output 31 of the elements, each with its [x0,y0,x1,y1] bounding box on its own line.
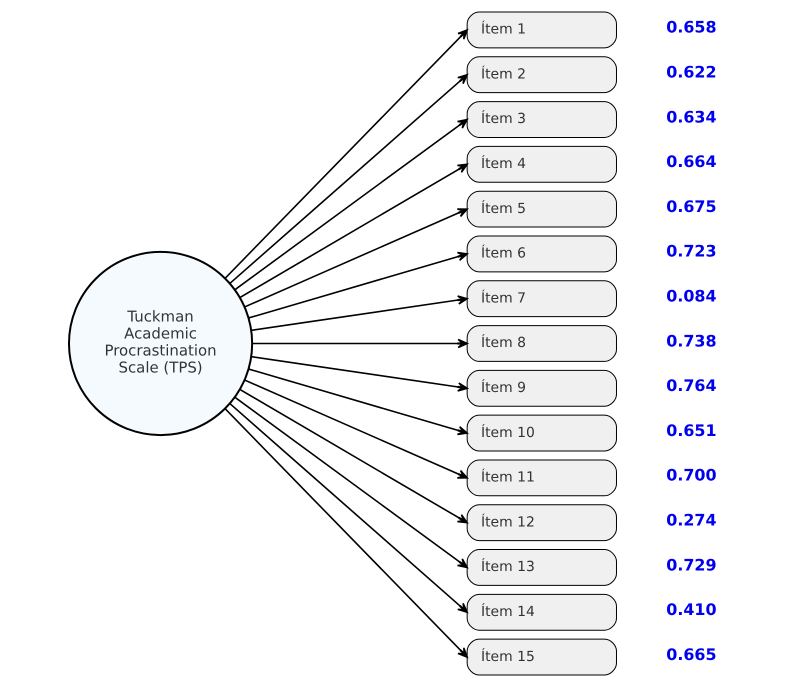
arrow [224,408,468,658]
arrow [230,74,468,284]
arrow [251,356,468,392]
node-label: 0.764 [666,376,717,396]
node-label: 0.658 [666,18,717,37]
node-label: 0.729 [666,555,717,574]
arrow [234,396,468,568]
arrow [234,118,468,290]
node-label: 0.084 [666,286,717,306]
node-label: 0.410 [666,600,717,620]
arrow [248,368,468,436]
arrow [239,388,468,524]
node-circle: Tuckman Academic Procrastination Scale (TPS) [68,250,254,436]
node-label: 0.634 [666,107,717,126]
node-label: 0.700 [666,466,717,485]
arrow [248,252,468,319]
arrow [252,338,468,348]
node-label: 0.665 [666,644,717,664]
node-label: 0.738 [666,331,717,350]
node-label: 0.723 [666,242,717,261]
node-label: 0.664 [666,152,717,172]
arrow [230,403,468,614]
arrow [244,379,468,479]
arrow [251,295,468,332]
node-label: 0.274 [666,510,717,530]
arrow [239,164,468,298]
node-label: 0.675 [666,196,717,216]
node-label: 0.651 [666,420,717,440]
arrow [244,208,468,308]
node-label: 0.622 [666,62,717,82]
arrow [224,29,468,279]
